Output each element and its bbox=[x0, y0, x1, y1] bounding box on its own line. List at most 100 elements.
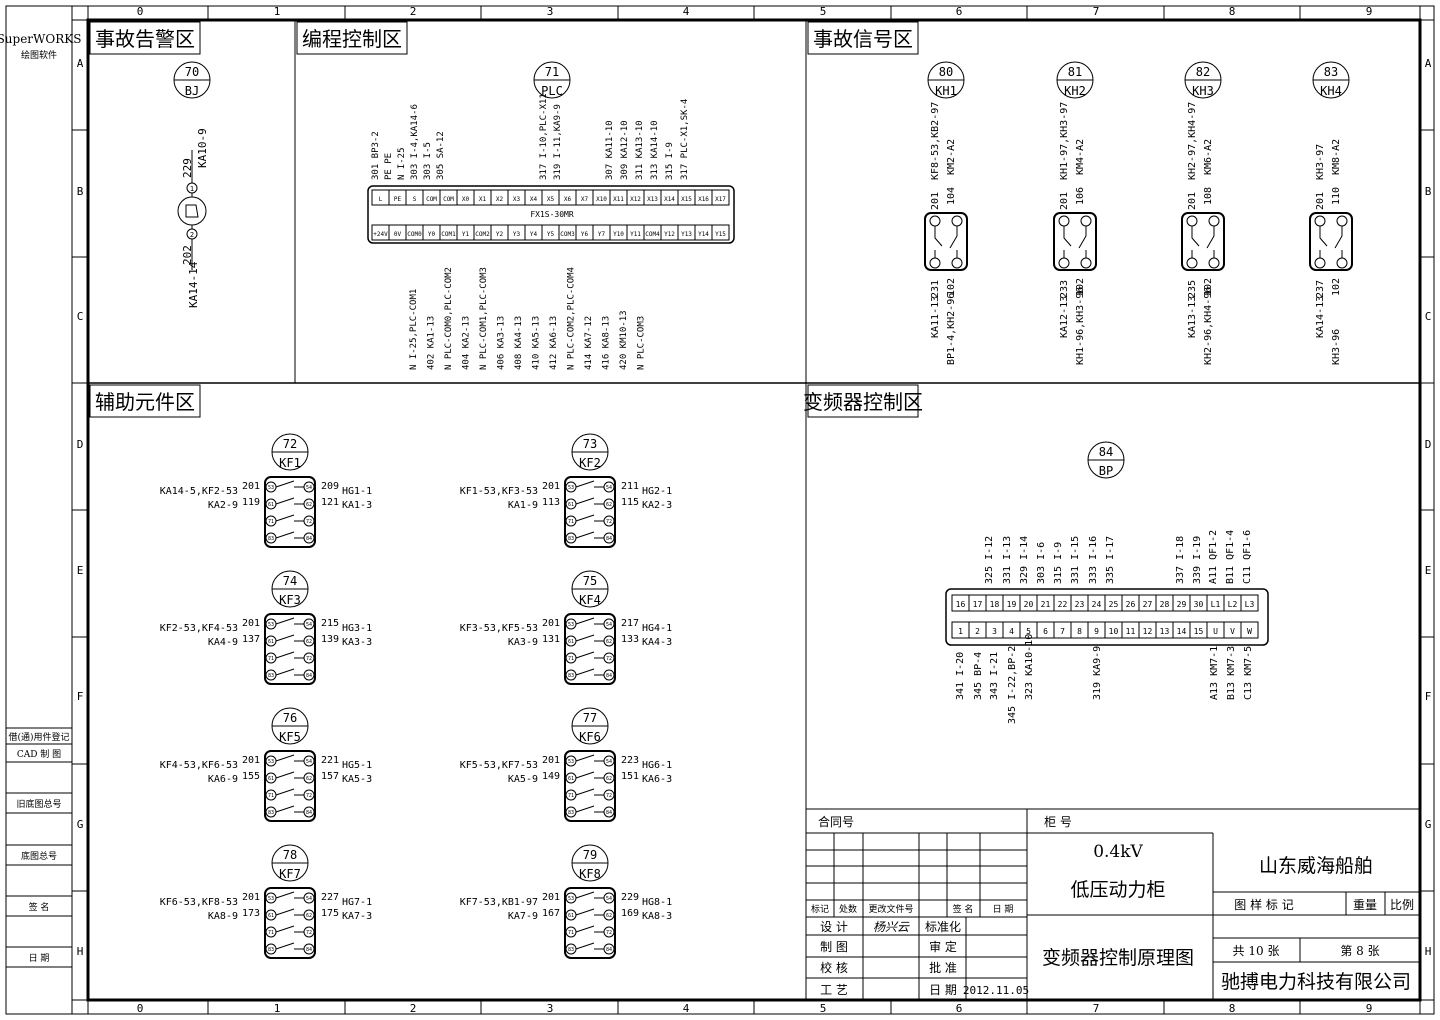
kf-wire-r2: 121 bbox=[321, 497, 339, 508]
vfd-bot-label-1: 345 BP-4 bbox=[973, 652, 984, 700]
plc-bot-term-8: Y3 bbox=[513, 231, 521, 238]
plc-bot-term-17: Y12 bbox=[664, 231, 675, 238]
plc-bot-label-1: 402 KA1-13 bbox=[427, 316, 437, 370]
vfd-bot-label-2: 343 I-21 bbox=[989, 652, 1000, 700]
grid-row-left-C: C bbox=[77, 310, 84, 323]
software-sub: 绘图软件 bbox=[21, 49, 57, 61]
vfd-top-term-7: 23 bbox=[1075, 600, 1085, 609]
plc-bot-term-6: COM2 bbox=[475, 231, 490, 238]
plc-bot-term-5: Y1 bbox=[462, 231, 470, 238]
kf-right-label1: HG5-1 bbox=[342, 760, 372, 771]
grid-row-right-B: B bbox=[1425, 185, 1432, 198]
plc-top-label-0: 301 BP3-2 bbox=[371, 131, 381, 180]
kf-pin: 83 bbox=[268, 947, 274, 953]
plc-bot-term-9: Y4 bbox=[530, 231, 538, 238]
plc-bot-label-9: N PLC-COM2,PLC-COM4 bbox=[567, 267, 577, 370]
plc-top-term-17: X14 bbox=[664, 196, 675, 203]
kf-pin: 53 bbox=[268, 485, 274, 491]
plc-model: FX1S-30MR bbox=[530, 210, 574, 219]
kf-pin: 53 bbox=[568, 622, 574, 628]
company-name: 驰搏电力科技有限公司 bbox=[1221, 971, 1411, 993]
check-label: 校 核 bbox=[820, 960, 848, 975]
kf-pin: 61 bbox=[268, 913, 274, 919]
plc-top-term-15: X12 bbox=[630, 196, 641, 203]
kf-pin: 83 bbox=[568, 536, 574, 542]
plc-top-term-5: X0 bbox=[462, 196, 470, 203]
kf-pin: 83 bbox=[568, 673, 574, 679]
kf-pin: 72 bbox=[606, 519, 612, 525]
sidebar-field-2: 旧底图总号 bbox=[16, 798, 61, 810]
kf-pin: 84 bbox=[306, 947, 312, 953]
sheet-number: 第 8 张 bbox=[1340, 944, 1379, 958]
kf-pin: 83 bbox=[268, 536, 274, 542]
design-sign: 杨兴云 bbox=[873, 920, 910, 934]
kf-code: KF8 bbox=[579, 867, 601, 881]
kf-left-label1: KF4-53,KF6-53 bbox=[160, 760, 238, 771]
grid-col-bottom-7: 7 bbox=[1093, 1002, 1100, 1015]
section-program-title: 编程控制区 bbox=[302, 27, 402, 51]
design-label: 设 计 bbox=[820, 920, 848, 934]
kf-pin: 53 bbox=[568, 485, 574, 491]
kf-wire-l2: 167 bbox=[542, 908, 560, 919]
plc-bot-term-7: Y2 bbox=[496, 231, 504, 238]
grid-row-right-C: C bbox=[1425, 310, 1432, 323]
rev-header-0: 标记 bbox=[811, 903, 829, 915]
vfd-top-term-0: 16 bbox=[956, 600, 966, 609]
kf-left-label1: KF2-53,KF4-53 bbox=[160, 623, 238, 634]
vfd-bot-term-7: 8 bbox=[1077, 627, 1082, 636]
kf-pin: 54 bbox=[606, 485, 612, 491]
kh-wire-bot2: 102 bbox=[1075, 278, 1086, 296]
kf-pin: 72 bbox=[306, 519, 312, 525]
kf-left-label1: KF6-53,KF8-53 bbox=[160, 897, 238, 908]
kf-right-label1: HG3-1 bbox=[342, 623, 372, 634]
kh-num: 81 bbox=[1068, 65, 1082, 79]
vfd-top-label-7: 335 I-17 bbox=[1105, 536, 1116, 584]
grid-col-top-4: 4 bbox=[683, 5, 690, 18]
alarm-num: 70 bbox=[185, 65, 199, 79]
kh-top-right: KM6-A2 bbox=[1203, 139, 1214, 175]
kf-wire-l1: 201 bbox=[242, 481, 260, 492]
kf-wire-r2: 169 bbox=[621, 908, 639, 919]
vfd-bot-term-17: W bbox=[1247, 627, 1252, 636]
kf-pin: 61 bbox=[268, 639, 274, 645]
plc-bot-term-16: COM4 bbox=[645, 231, 660, 238]
vfd-top-term-2: 18 bbox=[990, 600, 1000, 609]
kf-wire-l2: 119 bbox=[242, 497, 260, 508]
scale-label: 比例 bbox=[1390, 898, 1414, 912]
kf-right-label2: KA6-3 bbox=[642, 774, 672, 785]
kh-wire-bot2: 102 bbox=[1203, 278, 1214, 296]
plc-bot-label-7: 410 KA5-13 bbox=[532, 316, 542, 370]
kf-wire-l2: 149 bbox=[542, 771, 560, 782]
vfd-top-term-6: 22 bbox=[1058, 600, 1068, 609]
vfd-num: 84 bbox=[1099, 445, 1113, 459]
kf-pin: 84 bbox=[606, 673, 612, 679]
kh-bot-label2: KH3-96 bbox=[1331, 329, 1342, 365]
kf-wire-r2: 151 bbox=[621, 771, 639, 782]
vfd-top-term-12: 28 bbox=[1160, 600, 1170, 609]
plc-bot-label-13: N PLC-COM3 bbox=[637, 316, 647, 370]
vfd-bot-term-13: 14 bbox=[1177, 627, 1187, 636]
kf-pin: 54 bbox=[306, 622, 312, 628]
kf-pin: 54 bbox=[606, 622, 612, 628]
kf-code: KF1 bbox=[279, 456, 301, 470]
cabinet-label: 柜 号 bbox=[1044, 815, 1072, 829]
vfd-top-label-11: B11 QF1-4 bbox=[1225, 530, 1236, 584]
vfd-top-term-15: L1 bbox=[1211, 600, 1221, 609]
plc-bot-label-2: N PLC-COM0,PLC-COM2 bbox=[444, 267, 454, 370]
plc-top-label-9: 309 KA12-10 bbox=[620, 120, 630, 180]
grid-col-bottom-2: 2 bbox=[410, 1002, 417, 1015]
kf-left-label2: KA2-9 bbox=[208, 500, 238, 511]
kf-left-label2: KA5-9 bbox=[508, 774, 538, 785]
vfd-top-term-10: 26 bbox=[1126, 600, 1136, 609]
weight-label: 重量 bbox=[1353, 898, 1377, 912]
plc-top-term-3: COM bbox=[426, 196, 437, 203]
kh-wire-bot2: 102 bbox=[946, 278, 957, 296]
kf-pin: 62 bbox=[306, 913, 312, 919]
kf-pin: 62 bbox=[606, 776, 612, 782]
kf-pin: 71 bbox=[268, 793, 274, 799]
